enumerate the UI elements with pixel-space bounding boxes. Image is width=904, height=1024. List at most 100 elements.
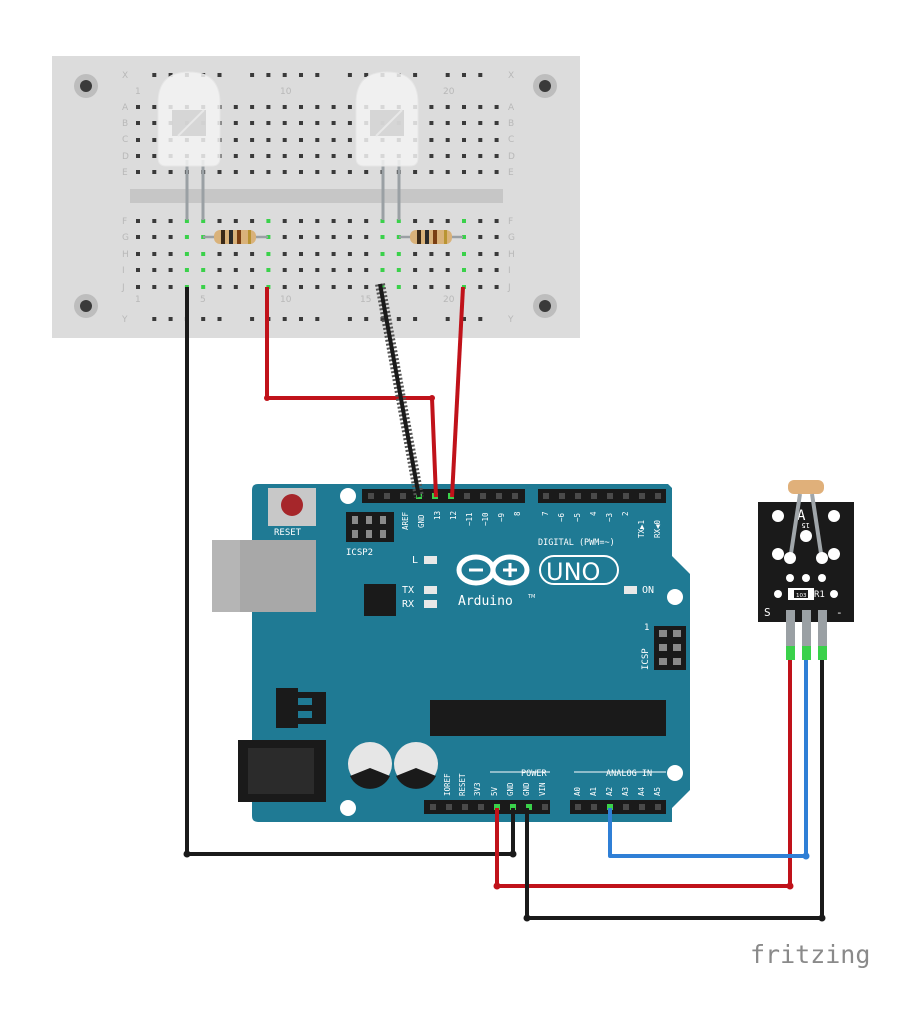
breadboard-hole[interactable]: [184, 235, 189, 239]
breadboard-rail-hole[interactable]: [282, 73, 287, 77]
breadboard-hole[interactable]: [429, 268, 434, 272]
breadboard-hole[interactable]: [413, 252, 418, 256]
analog-header-pin[interactable]: [623, 804, 629, 810]
breadboard-hole[interactable]: [380, 252, 385, 256]
breadboard-hole[interactable]: [168, 268, 173, 272]
breadboard-hole[interactable]: [478, 154, 483, 158]
digital-header-pin[interactable]: [464, 493, 470, 499]
breadboard-rail-hole[interactable]: [347, 317, 352, 321]
breadboard-rail-hole[interactable]: [168, 317, 173, 321]
breadboard-hole[interactable]: [347, 138, 352, 142]
breadboard-hole[interactable]: [233, 219, 238, 223]
breadboard-hole[interactable]: [478, 268, 483, 272]
breadboard-hole[interactable]: [396, 252, 401, 256]
digital-header-pin[interactable]: [496, 493, 502, 499]
breadboard-rail-hole[interactable]: [396, 317, 401, 321]
breadboard-hole[interactable]: [445, 268, 450, 272]
breadboard-rail-hole[interactable]: [445, 317, 450, 321]
digital-header-pin[interactable]: [512, 493, 518, 499]
breadboard-hole[interactable]: [266, 252, 271, 256]
breadboard-hole[interactable]: [478, 235, 483, 239]
breadboard-hole[interactable]: [347, 252, 352, 256]
breadboard-hole[interactable]: [315, 154, 320, 158]
breadboard-hole[interactable]: [282, 121, 287, 125]
breadboard-hole[interactable]: [201, 268, 206, 272]
analog-header-pin[interactable]: [591, 804, 597, 810]
breadboard-hole[interactable]: [152, 138, 157, 142]
digital-header-pin[interactable]: [607, 493, 613, 499]
breadboard-hole[interactable]: [462, 285, 466, 289]
breadboard-hole[interactable]: [315, 105, 320, 109]
power-header-pin[interactable]: [510, 804, 516, 810]
breadboard-hole[interactable]: [331, 235, 336, 239]
breadboard-rail-hole[interactable]: [282, 317, 287, 321]
led-2[interactable]: [355, 71, 419, 220]
breadboard-hole[interactable]: [429, 105, 434, 109]
breadboard-hole[interactable]: [299, 219, 303, 223]
breadboard-hole[interactable]: [347, 285, 352, 289]
breadboard-hole[interactable]: [396, 235, 401, 239]
breadboard-hole[interactable]: [445, 252, 450, 256]
breadboard-hole[interactable]: [331, 170, 336, 174]
breadboard-hole[interactable]: [445, 170, 450, 174]
breadboard-hole[interactable]: [233, 285, 238, 289]
breadboard-hole[interactable]: [429, 170, 434, 174]
light-sensor-module[interactable]: 103 R1 S - A 15: [758, 480, 854, 660]
breadboard-hole[interactable]: [315, 219, 320, 223]
breadboard-hole[interactable]: [413, 170, 418, 174]
breadboard-hole[interactable]: [233, 170, 238, 174]
breadboard-hole[interactable]: [152, 170, 157, 174]
breadboard-rail-hole[interactable]: [217, 73, 222, 77]
breadboard-rail-hole[interactable]: [201, 317, 206, 321]
breadboard-hole[interactable]: [266, 105, 271, 109]
breadboard-rail-hole[interactable]: [152, 317, 157, 321]
breadboard-hole[interactable]: [347, 121, 352, 125]
breadboard-rail-hole[interactable]: [445, 73, 450, 77]
breadboard-hole[interactable]: [299, 138, 303, 142]
breadboard-hole[interactable]: [494, 154, 499, 158]
wire-gnd-to-sensor-gnd[interactable]: [525, 660, 824, 920]
breadboard-hole[interactable]: [217, 252, 222, 256]
breadboard-hole[interactable]: [282, 285, 287, 289]
breadboard-hole[interactable]: [282, 105, 287, 109]
breadboard-hole[interactable]: [331, 219, 336, 223]
breadboard-hole[interactable]: [184, 252, 189, 256]
breadboard-hole[interactable]: [494, 138, 499, 142]
breadboard-hole[interactable]: [462, 219, 466, 223]
wire-5v-to-sensor-vcc[interactable]: [495, 660, 792, 888]
breadboard-hole[interactable]: [250, 154, 255, 158]
breadboard-hole[interactable]: [233, 105, 238, 109]
breadboard-rail-hole[interactable]: [413, 73, 418, 77]
digital-header-pin[interactable]: [655, 493, 661, 499]
breadboard-hole[interactable]: [201, 219, 206, 223]
digital-header-pin[interactable]: [623, 493, 629, 499]
breadboard-hole[interactable]: [347, 268, 352, 272]
breadboard-hole[interactable]: [315, 121, 320, 125]
breadboard-hole[interactable]: [478, 252, 483, 256]
breadboard-hole[interactable]: [299, 268, 303, 272]
breadboard-hole[interactable]: [250, 170, 255, 174]
breadboard-rail-hole[interactable]: [315, 317, 320, 321]
breadboard-hole[interactable]: [347, 170, 352, 174]
breadboard-hole[interactable]: [413, 285, 418, 289]
analog-header-pin[interactable]: [607, 804, 613, 810]
breadboard-hole[interactable]: [494, 285, 499, 289]
breadboard-hole[interactable]: [233, 252, 238, 256]
breadboard-hole[interactable]: [250, 252, 255, 256]
breadboard-hole[interactable]: [331, 268, 336, 272]
breadboard-hole[interactable]: [462, 105, 466, 109]
breadboard-hole[interactable]: [184, 219, 189, 223]
breadboard-hole[interactable]: [380, 235, 385, 239]
breadboard-hole[interactable]: [168, 252, 173, 256]
digital-header-pin[interactable]: [384, 493, 390, 499]
resistor-1[interactable]: [203, 230, 268, 244]
breadboard-hole[interactable]: [462, 170, 466, 174]
analog-header-pin[interactable]: [655, 804, 661, 810]
breadboard-hole[interactable]: [331, 154, 336, 158]
breadboard-hole[interactable]: [217, 268, 222, 272]
digital-header-pin[interactable]: [368, 493, 374, 499]
breadboard-rail-hole[interactable]: [217, 317, 222, 321]
breadboard-hole[interactable]: [136, 121, 140, 125]
digital-header-pin[interactable]: [543, 493, 549, 499]
digital-header-pin[interactable]: [591, 493, 597, 499]
